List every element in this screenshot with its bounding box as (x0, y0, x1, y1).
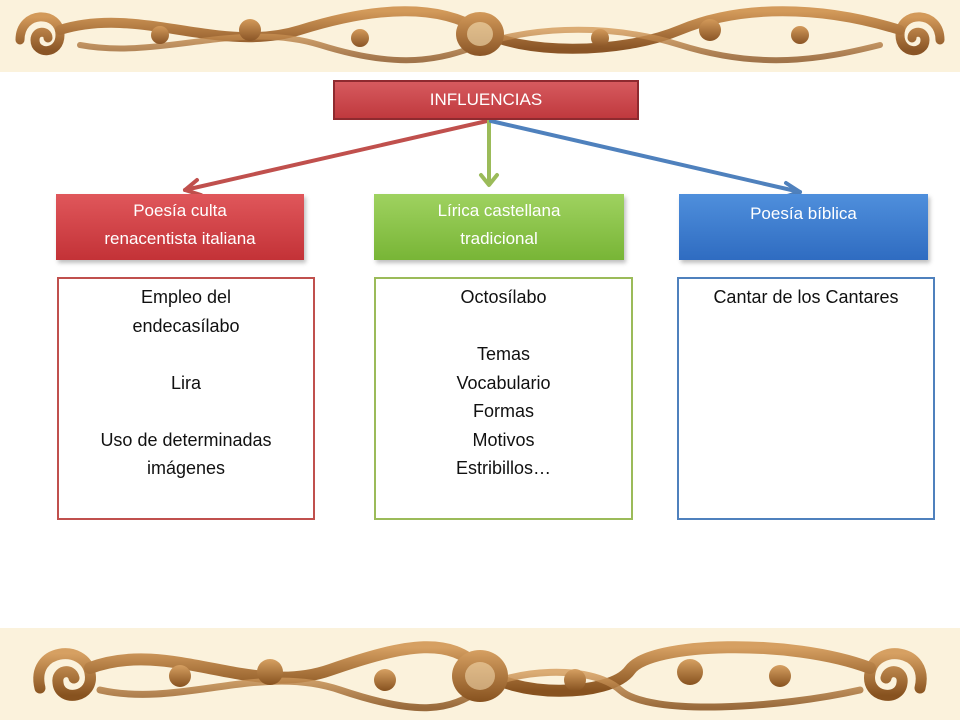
arrow-to-castilian-head (479, 173, 499, 187)
details-castilian: Octosílabo Temas Vocabulario Formas Moti… (374, 277, 633, 520)
detail-item: Estribillos… (455, 458, 552, 478)
detail-item (63, 397, 309, 426)
detail-item: Uso de determinadas (100, 429, 272, 450)
category-title-line: Lírica castellana (437, 200, 561, 220)
carved-ornament-icon (33, 641, 927, 712)
root-label: INFLUENCIAS (429, 90, 543, 109)
detail-item: Lira (170, 372, 201, 393)
category-castilian: Lírica castellana tradicional (374, 194, 624, 260)
details-italian: Empleo del endecasílabo Lira Uso de dete… (57, 277, 315, 520)
detail-item: Octosílabo (460, 287, 547, 307)
arrow-to-italian-head (183, 178, 203, 197)
bottom-ornament-band (0, 628, 960, 720)
detail-item (63, 340, 309, 369)
carved-ornament-icon (15, 6, 945, 64)
detail-item: Formas (472, 401, 534, 421)
category-title-line: Poesía bíblica (750, 204, 857, 223)
category-title-line: Poesía culta (133, 200, 227, 220)
category-title-line: renacentista italiana (104, 229, 256, 248)
arrow-to-italian (183, 119, 489, 192)
detail-item: Vocabulario (456, 372, 551, 393)
arrow-to-biblical (489, 119, 802, 194)
detail-item: Cantar de los Cantares (713, 287, 899, 307)
detail-item: Temas (476, 344, 530, 364)
category-italian: Poesía culta renacentista italiana (56, 194, 304, 260)
detail-item (380, 312, 627, 341)
details-biblical: Cantar de los Cantares (677, 277, 935, 520)
category-biblical: Poesía bíblica (679, 194, 928, 260)
top-ornament-band (0, 0, 960, 72)
detail-item: imágenes (146, 458, 226, 478)
root-node: INFLUENCIAS (333, 80, 639, 120)
detail-item: Empleo del (140, 287, 232, 307)
category-title-line: tradicional (460, 229, 538, 248)
detail-item: endecasílabo (132, 315, 240, 336)
detail-item: Motivos (472, 429, 535, 450)
